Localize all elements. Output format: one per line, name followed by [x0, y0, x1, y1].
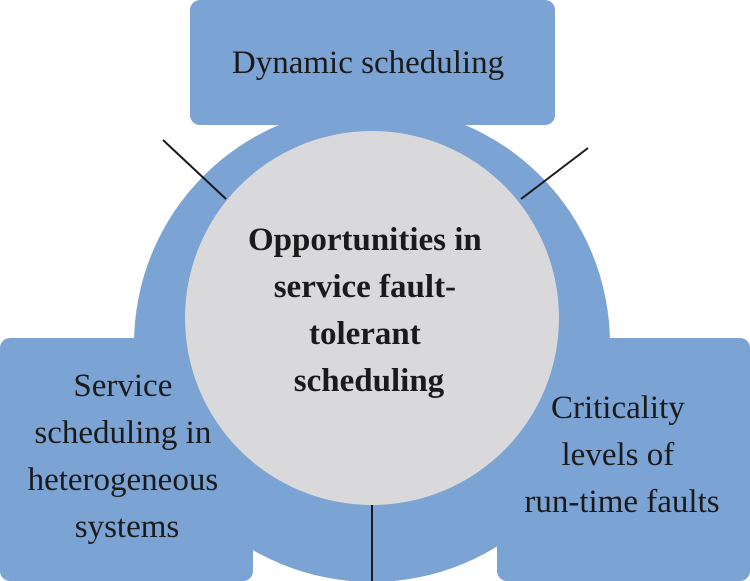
center-circle [185, 131, 559, 505]
separator-top-right [520, 147, 589, 200]
segment-right-label: Criticality levels of run-time faults [524, 390, 719, 520]
segment-left-label-line: heterogeneous [28, 462, 219, 498]
center-label-line: service fault- [274, 269, 456, 305]
segment-right-label-line: Criticality [551, 390, 685, 426]
segment-right-label-line: run-time faults [524, 484, 719, 520]
segment-top-box [190, 0, 555, 125]
segment-right-box [497, 338, 750, 581]
separator-top-left [162, 139, 227, 200]
center-label-line: Opportunities in [248, 222, 482, 258]
segment-left-label-line: Service [73, 368, 172, 404]
center-label-line: tolerant [309, 316, 421, 352]
segment-left-box [0, 338, 253, 581]
segment-top-label: Dynamic scheduling [232, 45, 504, 81]
segment-left-label-line: systems [75, 509, 180, 545]
center-label-line: scheduling [294, 363, 445, 399]
segment-left-label-line: scheduling in [34, 415, 211, 451]
center-label: Opportunities in service fault- tolerant… [248, 222, 490, 399]
segment-top-label-line: Dynamic scheduling [232, 45, 504, 81]
segment-left-label: Service scheduling in heterogeneous syst… [28, 368, 227, 545]
segment-right-label-line: levels of [562, 437, 675, 473]
